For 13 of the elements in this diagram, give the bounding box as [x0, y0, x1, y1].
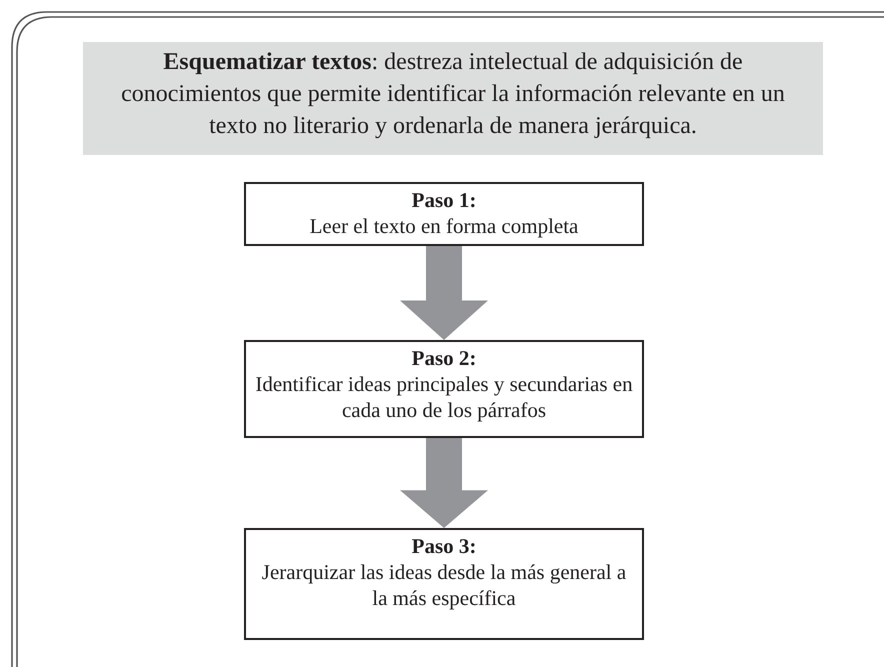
step-text: Identificar ideas principales y secundarias en cada uno de los párrafos [254, 371, 634, 423]
step-heading: Paso 3: [410, 533, 478, 559]
step-box [244, 340, 644, 438]
definition-text: Esquematizar textos: destreza intelectual de adquisición de conocimientos que permite identificar la información relevante en un texto no literario y ordenarla de manera jerárquica. [120, 48, 786, 141]
step-box [244, 528, 644, 640]
definition-box [83, 42, 823, 155]
step-heading: Paso 1: [410, 187, 478, 213]
step-text: Jerarquizar las ideas desde la más general a la más específica [260, 559, 628, 611]
step-text: Leer el texto en forma completa [308, 213, 580, 239]
step-box [244, 182, 644, 246]
block-arrow [400, 246, 488, 340]
step-heading: Paso 2: [410, 345, 478, 371]
block-arrow [400, 438, 488, 528]
